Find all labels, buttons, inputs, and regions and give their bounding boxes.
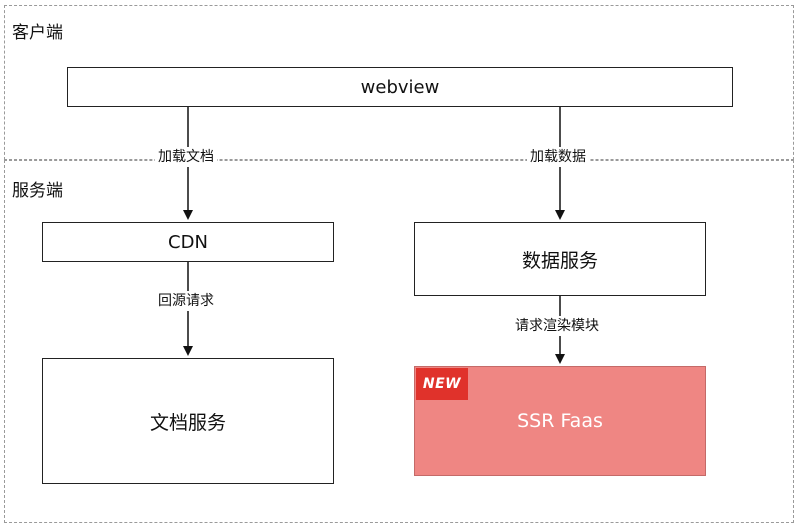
- webview-node: webview: [67, 67, 733, 107]
- edge-label-load-data: 加载数据: [527, 147, 589, 167]
- new-badge: NEW: [416, 368, 468, 400]
- edge-label-load-doc: 加载文档: [155, 147, 217, 167]
- server-zone: [4, 160, 794, 523]
- client-zone-label: 客户端: [12, 23, 63, 43]
- edge-label-request-render: 请求渲染模块: [512, 316, 602, 336]
- data-service-node: 数据服务: [414, 222, 706, 296]
- cdn-node: CDN: [42, 222, 334, 262]
- doc-service-node: 文档服务: [42, 358, 334, 484]
- client-zone: [4, 5, 794, 160]
- edge-label-back-to-origin: 回源请求: [155, 291, 217, 311]
- server-zone-label: 服务端: [12, 181, 63, 201]
